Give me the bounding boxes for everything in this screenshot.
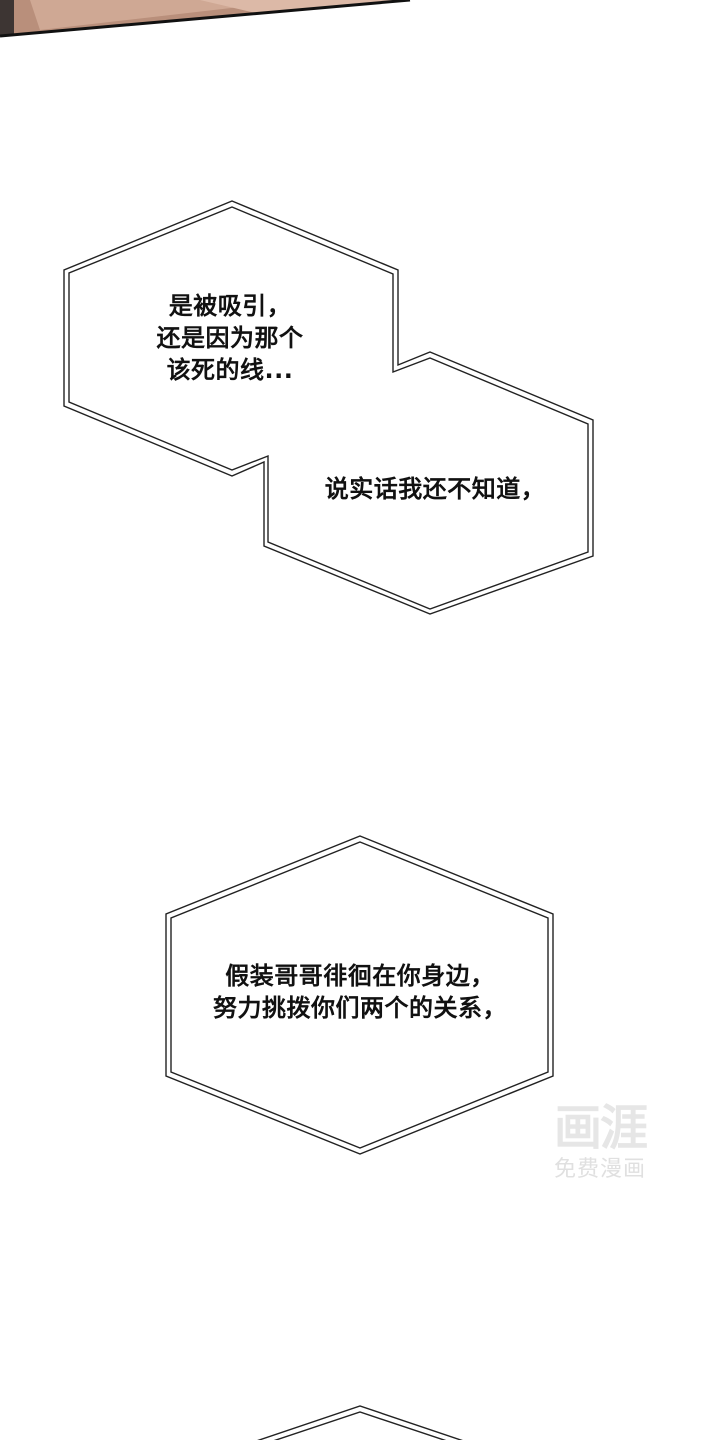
text-line: 说实话我还不知道， xyxy=(324,475,546,503)
speech-bubble-1 xyxy=(63,200,594,615)
text-line: 还是因为那个 xyxy=(156,324,304,352)
bubble-1b-text: 说实话我还不知道， xyxy=(300,473,570,505)
watermark: 画涯 免费漫画 xyxy=(538,1100,662,1184)
text-line: 假装哥哥徘徊在你身边， xyxy=(225,962,495,990)
bubble-2-text: 假装哥哥徘徊在你身边， 努力挑拨你们两个的关系， xyxy=(180,960,540,1024)
text-line: 该死的线... xyxy=(166,356,294,384)
bubble-1a-text: 是被吸引， 还是因为那个 该死的线... xyxy=(120,290,340,386)
previous-panel-edge xyxy=(0,0,411,38)
speech-bubble-2 xyxy=(165,835,554,1155)
text-line: 是被吸引， xyxy=(168,292,292,320)
watermark-subtitle: 免费漫画 xyxy=(553,1157,646,1182)
speech-bubble-3-partial xyxy=(257,1405,463,1440)
watermark-logo: 画涯 xyxy=(553,1100,648,1156)
text-line: 努力挑拨你们两个的关系， xyxy=(213,994,507,1022)
